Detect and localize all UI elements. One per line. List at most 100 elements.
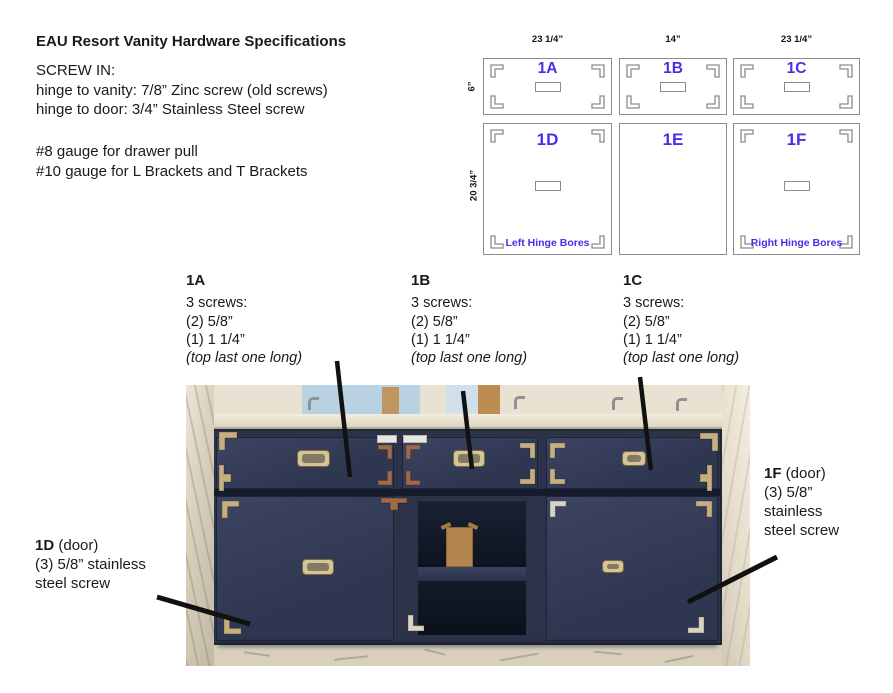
floor-veining <box>593 650 623 656</box>
callout-column-1c: 1C 3 screws: (2) 5/8” (1) 1 1/4” (top la… <box>623 272 793 367</box>
corner-bracket-icon <box>839 129 853 143</box>
corner-bracket-icon <box>839 235 853 249</box>
silver-corner-bracket-icon <box>550 501 566 517</box>
drawer-pull <box>453 450 485 467</box>
label-sticker <box>403 435 427 443</box>
callout-line: (2) 5/8” <box>186 313 233 330</box>
width-label-1b: 14” <box>665 34 681 45</box>
cardboard-box <box>440 522 479 567</box>
panel-label: 1B <box>663 60 683 77</box>
vanity-photo <box>186 385 750 666</box>
corner-bracket-icon <box>591 64 605 78</box>
corner-bracket-icon <box>839 64 853 78</box>
drawer-pull-outline <box>534 82 561 92</box>
corner-bracket-icon <box>740 129 754 143</box>
callout-line: 1D (door) <box>35 537 99 554</box>
callout-line: (3) 5/8” <box>764 484 813 501</box>
callout-line: (2) 5/8” <box>623 313 670 330</box>
callout-line: stainless <box>764 503 823 520</box>
corner-bracket-icon <box>839 95 853 109</box>
brass-corner-bracket-icon <box>550 443 565 458</box>
corner-bracket-icon <box>591 235 605 249</box>
brass-corner-bracket-icon <box>696 501 712 517</box>
faucet-icon <box>612 397 623 410</box>
drawer-pull-outline <box>534 181 561 191</box>
panel-label: 1C <box>786 60 807 77</box>
copper-corner-bracket-icon <box>378 471 392 485</box>
brass-t-bracket-icon <box>700 465 712 491</box>
callout-note: (top last one long) <box>411 350 528 367</box>
corner-bracket-icon <box>490 129 504 143</box>
silver-corner-bracket-icon <box>408 615 424 631</box>
corner-bracket-icon <box>490 235 504 249</box>
mirror-window-reflection <box>302 385 420 415</box>
cabinet-body <box>212 429 722 645</box>
width-label-1a: 23 1/4” <box>531 34 564 45</box>
cabinet-rail <box>214 489 720 496</box>
drawer-1a <box>216 437 394 489</box>
faucet-icon <box>308 397 319 410</box>
corner-bracket-icon <box>626 64 640 78</box>
callout-right-door: 1F (door) (3) 5/8” stainless steel screw <box>764 464 879 540</box>
copper-corner-bracket-icon <box>406 471 420 485</box>
callout-line: 3 screws: <box>411 295 473 312</box>
spec-line: hinge to door: 3/4” Stainless Steel scre… <box>36 101 305 118</box>
corner-bracket-icon <box>706 64 720 78</box>
door-pull <box>302 559 334 575</box>
floor-veining <box>333 655 369 661</box>
floor-veining <box>499 652 539 662</box>
callout-line: steel screw <box>764 522 840 539</box>
corner-bracket-icon <box>740 95 754 109</box>
corner-bracket-icon <box>591 129 605 143</box>
corner-bracket-icon <box>706 95 720 109</box>
callout-line: (1) 1 1/4” <box>411 331 470 348</box>
brass-corner-bracket-icon <box>520 443 535 458</box>
diagram-panel-1d: 1D Left Hinge Bores <box>483 123 612 255</box>
callout-note: (top last one long) <box>186 350 303 367</box>
callout-column-1b: 1B 3 screws: (2) 5/8” (1) 1 1/4” (top la… <box>411 272 581 367</box>
callout-header: 1B <box>411 272 431 289</box>
spec-paragraph-screws: SCREW IN: hinge to vanity: 7/8” Zinc scr… <box>36 61 328 120</box>
floor-veining <box>664 654 694 664</box>
marble-wall-right <box>722 385 750 666</box>
drawer-pull-outline <box>660 82 686 92</box>
corner-bracket-icon <box>490 95 504 109</box>
corner-bracket-icon <box>591 95 605 109</box>
callout-line: steel screw <box>35 575 111 592</box>
callout-line: (3) 5/8” stainless <box>35 556 146 573</box>
callout-header: 1A <box>186 272 206 289</box>
diagram-panel-1b: 1B <box>619 58 727 115</box>
width-label-1c: 23 1/4” <box>780 34 813 45</box>
cabinet-shadow <box>218 642 718 647</box>
copper-corner-bracket-icon <box>378 445 392 459</box>
callout-line: (2) 5/8” <box>411 313 458 330</box>
diagram-panel-1c: 1C <box>733 58 860 115</box>
brass-corner-bracket-icon <box>700 433 718 451</box>
callout-line: (1) 1 1/4” <box>623 331 682 348</box>
shelf-edge <box>418 567 526 581</box>
spec-line: #10 gauge for L Brackets and T Brackets <box>36 162 308 180</box>
brass-corner-bracket-icon <box>219 432 237 450</box>
brass-corner-bracket-icon <box>222 501 239 518</box>
callout-column-1a: 1A 3 screws: (2) 5/8” (1) 1 1/4” (top la… <box>186 272 356 367</box>
diagram-panel-1a: 1A <box>483 58 612 115</box>
panel-label: 1F <box>786 130 807 149</box>
brass-t-bracket-icon <box>219 465 231 491</box>
drawer-pull-outline <box>783 181 810 191</box>
open-shelf-lower <box>418 581 526 635</box>
floor-veining <box>243 651 271 657</box>
callout-line: 1F (door) <box>764 465 826 482</box>
height-label-bottom-row: 20 3/4” <box>468 169 480 202</box>
callout-line: (1) 1 1/4” <box>186 331 245 348</box>
faucet-icon <box>676 398 687 411</box>
door-pull <box>602 560 624 573</box>
diagram-panel-1e: 1E <box>619 123 727 255</box>
panel-note: Right Hinge Bores <box>750 237 843 249</box>
label-sticker <box>377 435 397 443</box>
copper-t-bracket-icon <box>381 498 407 510</box>
corner-bracket-icon <box>626 95 640 109</box>
corner-bracket-icon <box>740 64 754 78</box>
brass-corner-bracket-icon <box>550 469 565 484</box>
panel-label: 1A <box>537 60 558 77</box>
